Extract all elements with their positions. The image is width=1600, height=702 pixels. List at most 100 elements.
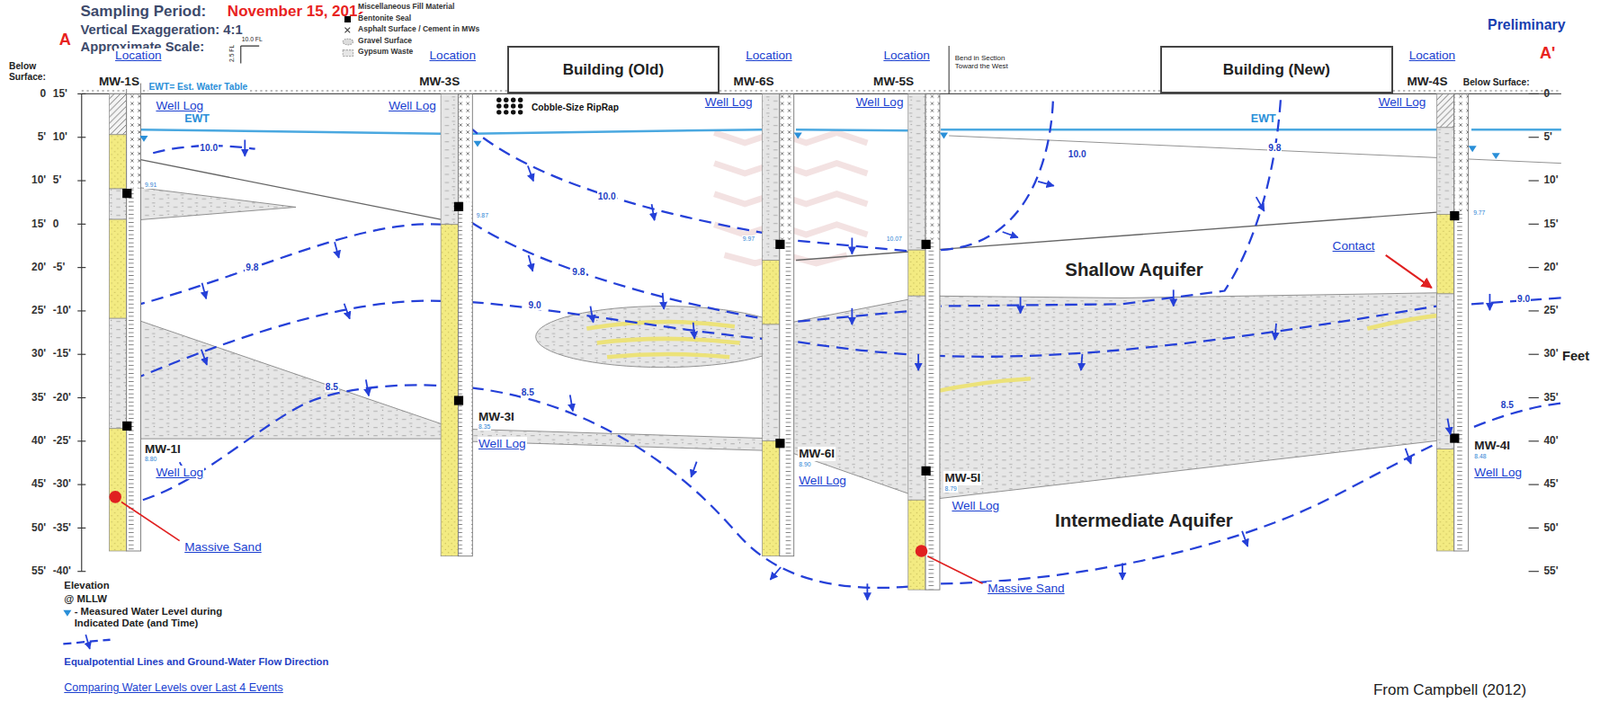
well-label: MW-4I <box>1473 438 1511 454</box>
link-label: Contact <box>1331 239 1377 254</box>
axis-label: 25' <box>1542 304 1559 318</box>
bentonite-seal <box>454 395 464 405</box>
bentonite-seal <box>921 240 931 250</box>
building-box: Building (New) <box>1160 45 1394 94</box>
well-label: MW-6I <box>797 446 836 462</box>
axis-label: 45' <box>1542 478 1559 492</box>
axis-label: -30' <box>52 478 72 492</box>
leader-arrow <box>1385 255 1432 288</box>
axis-label: 0 <box>52 218 61 232</box>
art-part <box>503 98 509 103</box>
contour-value: 9.8 <box>571 267 586 278</box>
flow-arrow <box>1256 196 1265 212</box>
water-level-value: 9.91 <box>143 181 158 189</box>
legend-text: Bentonite Seal <box>357 14 412 24</box>
axis-label: 20' <box>30 261 47 275</box>
axis-tick <box>77 484 86 486</box>
axis-tick <box>77 397 86 399</box>
well-screen <box>126 188 142 552</box>
water-table-label: EWT= Est. Water Table <box>148 81 250 93</box>
art-part <box>940 128 1437 131</box>
well-screen <box>1454 211 1469 552</box>
link-label: Location <box>1408 48 1457 63</box>
axis-label: 5' <box>52 174 63 188</box>
art-part <box>454 112 763 233</box>
contour-value: 8.5 <box>520 387 536 399</box>
note-text: Bend in Section Toward the West <box>954 53 1030 71</box>
art-part <box>471 387 909 589</box>
link-label: Well Log <box>154 465 205 481</box>
axis-label: 15' <box>52 88 69 101</box>
art-part <box>132 318 449 439</box>
art-part <box>933 378 1031 393</box>
flow-arrow <box>1242 531 1248 547</box>
axis-tick <box>77 440 86 442</box>
flow-arrow <box>1274 323 1277 340</box>
art-part <box>342 38 353 45</box>
well-label: Feet <box>1561 348 1591 365</box>
well-log-segment <box>440 224 458 557</box>
well-label: MW-1S <box>98 74 141 90</box>
water-level-marker <box>1492 152 1501 160</box>
art-part <box>471 129 762 135</box>
well-log-segment <box>108 93 126 135</box>
equipotential-lines <box>132 99 1561 589</box>
contour-value: 9.8 <box>244 262 260 274</box>
axis-tick <box>1528 571 1539 573</box>
building-box: Building (Old) <box>507 45 720 94</box>
axis-label: -35' <box>52 522 72 536</box>
art-part <box>85 634 90 650</box>
well-log-segment <box>1436 93 1454 127</box>
contour-value: 8.5 <box>1500 400 1515 412</box>
art-part <box>471 222 762 319</box>
well-label: Elevation <box>62 580 110 592</box>
art-part <box>795 212 1438 260</box>
bentonite-seal <box>1449 433 1459 443</box>
flow-arrow <box>693 322 696 340</box>
link-label: Location <box>114 48 162 63</box>
link-label: Well Log <box>1377 95 1428 110</box>
well-outline <box>779 93 795 556</box>
building-label: Building (New) <box>1223 61 1331 80</box>
layer-contacts <box>132 135 1561 260</box>
axis-label: -25' <box>52 435 72 448</box>
bentonite-seal <box>921 466 931 476</box>
axis-label: 50' <box>30 522 47 536</box>
bentonite-seal <box>775 240 785 250</box>
contour-value: 10.0 <box>198 143 219 154</box>
water-level-marker <box>1468 145 1477 152</box>
well-log-segment <box>1436 294 1454 450</box>
axis-label: 45' <box>30 478 47 492</box>
water-level-marker <box>939 133 948 140</box>
contour-value: 10.0 <box>597 191 617 203</box>
water-level-value: 10.07 <box>885 235 903 243</box>
bentonite-seal <box>122 188 132 198</box>
note-text: 2.5 FL <box>228 44 236 63</box>
note-text: Cobble-Size RipRap <box>530 102 620 114</box>
link-label: Location <box>744 48 793 63</box>
well-log-segment <box>108 318 126 430</box>
flow-arrow <box>1081 354 1083 371</box>
water-level-value: 9.77 <box>1472 209 1486 217</box>
axis-label: 5' <box>1542 131 1553 144</box>
art-part <box>132 158 441 220</box>
water-level-value: 8.80 <box>143 455 158 464</box>
well-log-segment <box>762 259 780 325</box>
art-part <box>471 302 762 340</box>
axis-tick <box>77 527 86 529</box>
art-part <box>132 301 441 381</box>
well-label: MW-1I <box>143 442 182 457</box>
contour-value: 9.0 <box>527 300 543 312</box>
scale-icon <box>241 45 260 63</box>
well-log-segment <box>908 250 926 296</box>
art-part <box>510 103 516 108</box>
art-part <box>780 293 1438 501</box>
well-log-segment <box>108 429 126 552</box>
water-level-value: 8.79 <box>943 485 957 493</box>
flow-arrow <box>202 283 207 300</box>
water-level-marker <box>139 135 148 143</box>
flow-arrow <box>334 241 340 259</box>
well-label: MW-3I <box>477 410 516 425</box>
water-level-value: 8.90 <box>797 461 812 469</box>
